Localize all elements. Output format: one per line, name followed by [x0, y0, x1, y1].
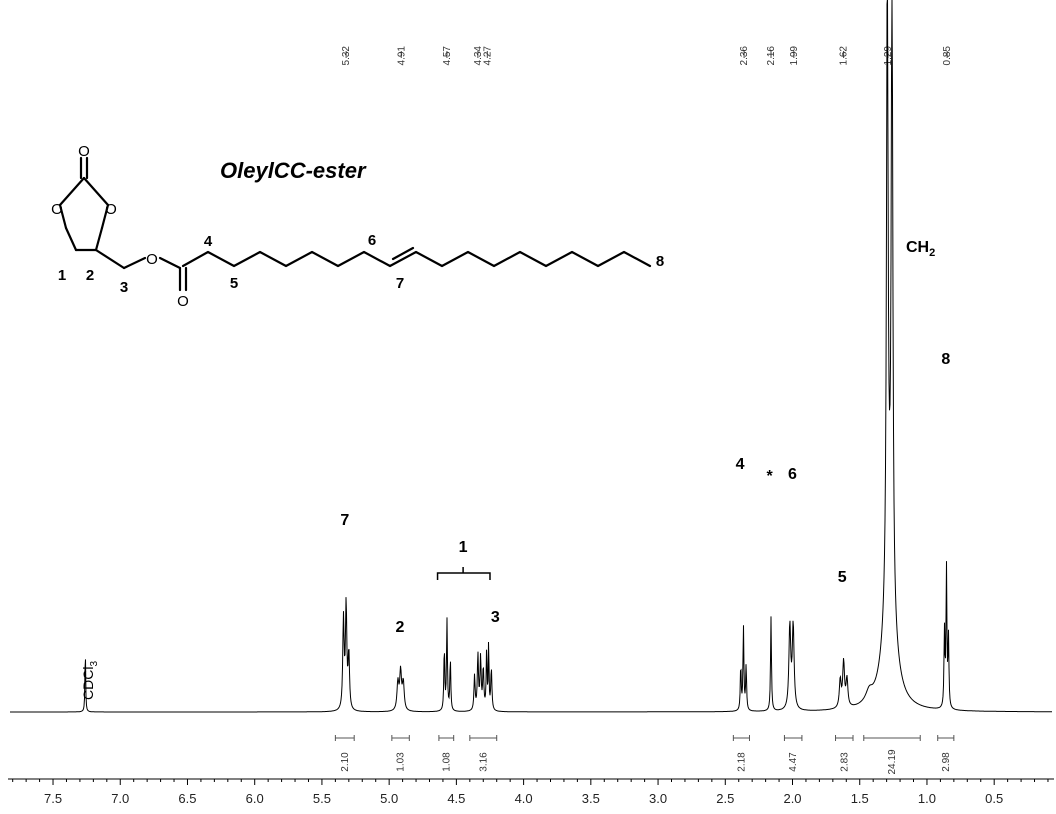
- compound-name: OleylCC-ester: [220, 158, 366, 183]
- x-tick-label: 1.5: [851, 791, 869, 806]
- integral-bracket: [863, 735, 921, 741]
- integral-value: 2.83: [839, 752, 850, 772]
- shift-value: 4.34: [473, 46, 484, 66]
- shift-value: 1.29: [883, 46, 894, 66]
- peak-label: 2: [395, 619, 404, 636]
- shift-value: 1.62: [839, 46, 850, 66]
- integral-value: 3.16: [478, 752, 489, 772]
- molecule-atom-labels: O O O O O 1 2 3 4 5 6 7 8: [51, 143, 664, 310]
- carbonyl-oxygen-atom: O: [177, 293, 189, 310]
- molecule-structure: [58, 156, 652, 292]
- position-label-7: 7: [396, 275, 404, 292]
- peak-label: 1: [459, 539, 468, 556]
- ch2-label: CH2: [906, 239, 935, 259]
- x-axis-ticks: 7.5 7.0 6.5 6.0 5.5 5.0 4.5 4.0 3.5 3.0 2.5 2.0 1.5 1…: [12, 779, 1049, 806]
- integral-regions: 2.10 1.03 1.08 3.16 2.18 4.47 2.83 24.19 2.98: [334, 735, 955, 775]
- peak-label: 4: [736, 456, 745, 473]
- ring-oxygen-atom: O: [51, 201, 63, 218]
- x-tick-label: 4.5: [447, 791, 465, 806]
- x-tick-label: 6.5: [178, 791, 196, 806]
- x-tick-label: 0.5: [985, 791, 1003, 806]
- solvent-label: CDCl3: [80, 661, 100, 700]
- ester-oxygen-atom: O: [146, 251, 158, 268]
- x-tick-label: 3.0: [649, 791, 667, 806]
- integral-value: 2.18: [736, 752, 747, 772]
- integral-value: 24.19: [887, 749, 898, 774]
- spectrum-trace: [10, 0, 1052, 713]
- peak-label: *: [767, 468, 774, 485]
- integral-value: 4.47: [788, 752, 799, 772]
- integral-value: 2.10: [340, 752, 351, 772]
- ring-oxygen-atom: O: [78, 143, 90, 160]
- integral-value: 1.03: [396, 752, 407, 772]
- position-label-2: 2: [86, 267, 94, 284]
- x-tick-label: 2.0: [783, 791, 801, 806]
- shift-value: 0.85: [942, 46, 953, 66]
- peak-label: 7: [340, 512, 349, 529]
- integral-bracket: [835, 735, 854, 741]
- x-tick-label: 2.5: [716, 791, 734, 806]
- peak-assignment-labels: 7 2 1 3 4 * 6 5 8: [340, 351, 950, 636]
- shift-value: 4.57: [442, 46, 453, 66]
- integral-bracket: [334, 735, 355, 741]
- integral-bracket: [783, 735, 803, 741]
- position-label-4: 4: [204, 233, 213, 250]
- shift-value: 1.99: [789, 46, 800, 66]
- x-tick-label: 7.0: [111, 791, 129, 806]
- position-label-1: 1: [58, 267, 66, 284]
- integral-value: 1.08: [441, 752, 452, 772]
- x-tick-label: 3.5: [582, 791, 600, 806]
- peak-label: 5: [838, 569, 847, 586]
- integral-bracket: [937, 735, 955, 741]
- integral-value: 2.98: [941, 752, 952, 772]
- ring-oxygen-atom: O: [105, 201, 117, 218]
- shift-value: 2.36: [739, 46, 750, 66]
- position-label-5: 5: [230, 275, 238, 292]
- shift-value: 5.32: [341, 46, 352, 66]
- shift-value: 4.91: [396, 46, 407, 66]
- shift-value: 4.27: [482, 46, 493, 66]
- integral-bracket: [391, 735, 410, 741]
- x-tick-label: 1.0: [918, 791, 936, 806]
- peak-label: 3: [491, 609, 500, 626]
- integral-bracket: [469, 735, 498, 741]
- x-tick-label: 6.0: [246, 791, 264, 806]
- peak-label: 8: [941, 351, 950, 368]
- x-tick-label: 4.0: [515, 791, 533, 806]
- position-label-6: 6: [368, 232, 376, 249]
- x-tick-label: 5.0: [380, 791, 398, 806]
- position-label-3: 3: [120, 279, 128, 296]
- shift-value: 2.16: [766, 46, 777, 66]
- peak-group-bracket: [436, 567, 491, 580]
- integral-bracket: [732, 735, 750, 741]
- integral-bracket: [438, 735, 455, 741]
- peak-shift-labels: 5.32 4.91 4.57 4.344.27 2.36 2.16 1.99 1.62 1.29…: [341, 46, 953, 66]
- x-tick-label: 5.5: [313, 791, 331, 806]
- position-label-8: 8: [656, 253, 664, 270]
- x-tick-label: 7.5: [44, 791, 62, 806]
- peak-label: 6: [788, 466, 797, 483]
